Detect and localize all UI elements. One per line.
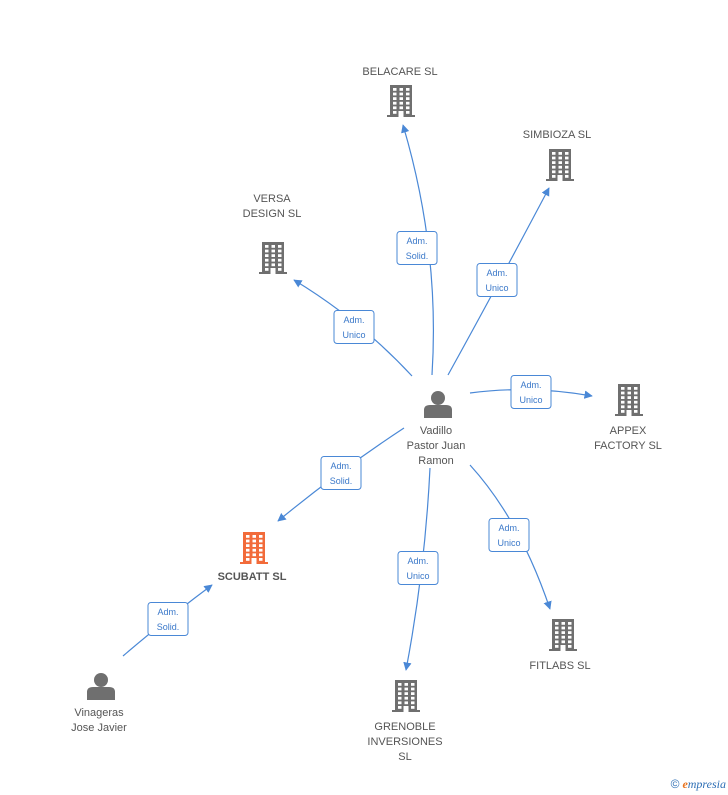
edge-label-text: Unico [485,283,508,293]
node-label: APPEX [610,425,647,437]
edge-label-text: Unico [342,330,365,340]
edge-label[interactable]: Adm. Unico [397,551,439,585]
edge-label-text: Adm. [520,380,541,390]
edge-label[interactable]: Adm. Unico [333,310,375,344]
edge-label-text: Solid. [157,622,180,632]
edge-label-text: Adm. [343,315,364,325]
edge-label-text: Unico [406,571,429,581]
edge-label-box [333,310,375,344]
node-versa[interactable]: VERSA DESIGN SL [243,193,302,274]
node-label: FITLABS SL [529,660,590,672]
edge-label-text: Adm. [407,556,428,566]
edge-label-text: Adm. [406,236,427,246]
node-belacare[interactable]: BELACARE SL [362,66,438,117]
edge-label-box [320,456,362,490]
edge-label-text: Unico [497,538,520,548]
building-icon [240,532,268,564]
node-simbioza[interactable]: SIMBIOZA SL [523,129,591,181]
node-label: Vadillo [420,425,452,437]
copyright-icon: © [670,777,680,791]
node-label: SCUBATT SL [218,571,287,583]
edge-label-box [476,263,518,297]
node-grenoble[interactable]: GRENOBLE INVERSIONES SL [367,680,443,763]
node-label: FACTORY SL [594,440,662,452]
node-label: Jose Javier [71,722,127,734]
edge-label-box [397,551,439,585]
node-scubatt[interactable]: SCUBATT SL [218,532,287,583]
node-label: Vinageras [74,707,124,719]
edge-label-text: Adm. [330,461,351,471]
person-icon [424,391,452,418]
edge-label-text: Solid. [406,251,429,261]
node-label: GRENOBLE [374,721,435,733]
node-label: VERSA [253,193,291,205]
node-label: INVERSIONES [367,736,442,748]
node-label: BELACARE SL [362,66,437,78]
person-icon [87,673,115,700]
node-fitlabs[interactable]: FITLABS SL [529,619,591,672]
node-label: SL [398,751,411,763]
edge-label[interactable]: Adm. Solid. [147,602,189,636]
edge-label[interactable]: Adm. Unico [476,263,518,297]
node-label: Pastor Juan [407,440,466,452]
edge-label-box [396,231,438,265]
edge-label-box [147,602,189,636]
edge-label-box [510,375,552,409]
node-label: SIMBIOZA SL [523,129,591,141]
edge-label[interactable]: Adm. Unico [488,518,530,552]
building-icon [615,384,643,416]
brand-initial: e [682,777,688,791]
edge-label[interactable]: Adm. Solid. [396,231,438,265]
building-icon [387,85,415,117]
edge-labels-layer: Adm.Solid.Adm.UnicoAdm.UnicoAdm.UnicoAdm… [147,231,552,636]
edge-label[interactable]: Adm. Solid. [320,456,362,490]
node-appex[interactable]: APPEX FACTORY SL [594,384,662,452]
edge-label-text: Adm. [498,523,519,533]
node-label: DESIGN SL [243,208,302,220]
edge-label-text: Unico [519,395,542,405]
building-icon [549,619,577,651]
node-label: Ramon [418,455,453,467]
edge-label[interactable]: Adm. Unico [510,375,552,409]
edge-label-box [488,518,530,552]
edge-label-text: Solid. [330,476,353,486]
building-icon [259,242,287,274]
edge-label-text: Adm. [157,607,178,617]
brand-name: mpresia [687,777,726,791]
edge-label-text: Adm. [486,268,507,278]
building-icon [392,680,420,712]
building-icon [546,149,574,181]
brand-logo: ©empresia [671,777,726,792]
